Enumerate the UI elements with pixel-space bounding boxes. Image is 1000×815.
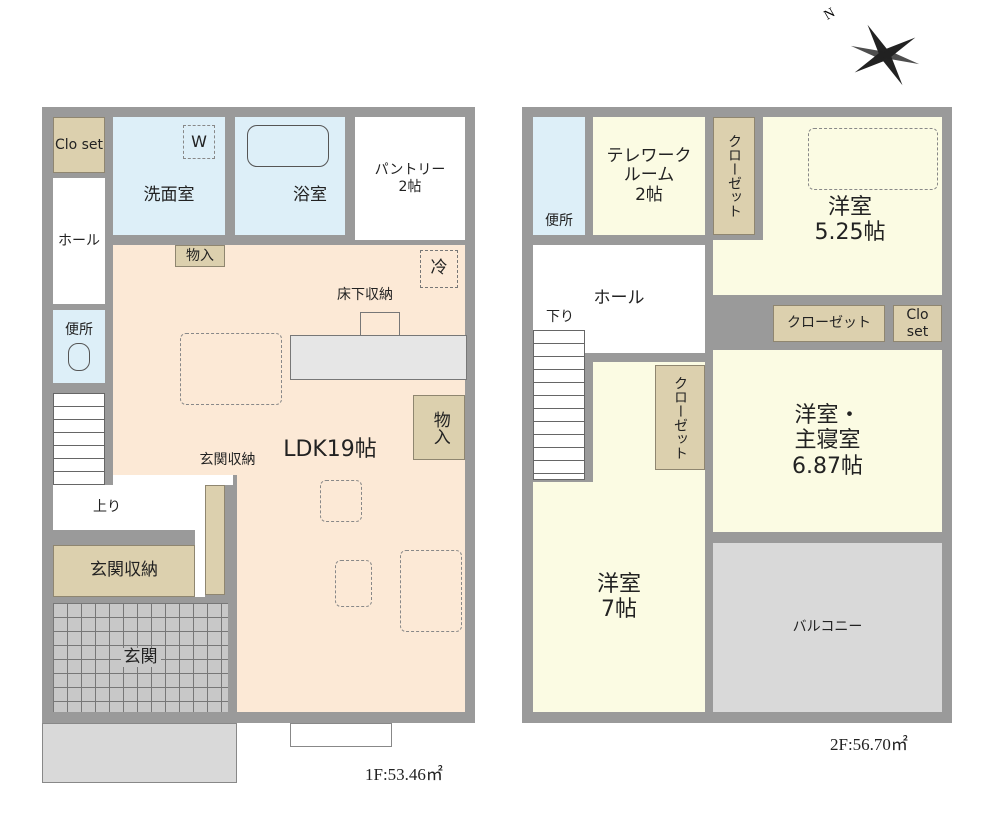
label: LDK19帖 — [283, 437, 377, 463]
label: 5.25帖 — [814, 220, 886, 245]
coffee-table — [335, 560, 372, 607]
label: W — [191, 131, 207, 151]
label: Clo set — [54, 136, 104, 153]
floor2-closet-horizontal: クローゼット — [773, 305, 885, 342]
label: 2帖 — [398, 178, 422, 195]
label: 上り — [93, 499, 121, 516]
room1-lower — [713, 240, 942, 295]
label: 洋室 — [596, 571, 641, 597]
stair-landing: 上り — [53, 485, 195, 530]
entry-gap-2 — [195, 475, 205, 597]
label: 便所 — [65, 322, 93, 339]
label: 玄関収納 — [199, 451, 256, 468]
floor1-stairs[interactable] — [53, 393, 105, 485]
north-label: N — [821, 5, 838, 24]
label: 7帖 — [601, 597, 637, 622]
floor1-storage-tall: 物入 — [413, 395, 465, 460]
label: テレワーク ルーム — [606, 145, 692, 186]
label: 物入 — [186, 247, 214, 264]
compass-icon: N — [822, 6, 925, 95]
floor2-toilet: 便所 — [533, 117, 585, 235]
floor2-closet-vertical: クローゼット — [713, 117, 755, 235]
label: 玄関 — [120, 647, 161, 668]
label: クローゼット — [726, 134, 743, 218]
label: クローゼット — [787, 315, 871, 332]
label: 冷 — [430, 258, 448, 279]
floor1-hall: ホール — [53, 178, 105, 304]
label: 洗面室 — [143, 185, 195, 206]
label: クローゼット — [672, 375, 689, 460]
ldk-lower — [237, 470, 465, 712]
label: ホール — [593, 288, 645, 309]
fridge-icon: 冷 — [420, 250, 458, 288]
kitchen-counter — [290, 335, 467, 380]
dining-table — [180, 333, 282, 405]
floor1-closet: Clo set — [53, 117, 105, 173]
entrance-storage-label: 玄関収納 — [180, 450, 275, 470]
floor2-closet-vertical2: クローゼット — [655, 365, 705, 470]
sofa-table — [320, 480, 362, 522]
label: ホール — [58, 232, 100, 249]
floor1-entrance-storage: 玄関収納 — [53, 545, 195, 597]
label: 床下収納 — [337, 286, 393, 303]
floor1-area: 1F:53.46㎡ — [365, 765, 443, 784]
sofa — [400, 550, 462, 632]
label: 浴室 — [293, 185, 327, 206]
floor2-area: 2F:56.70㎡ — [830, 735, 908, 754]
underfloor-hatch — [360, 312, 400, 336]
underfloor-storage: 床下収納 — [315, 285, 415, 305]
label: 2帖 — [635, 184, 663, 205]
washroom: W 洗面室 — [113, 117, 225, 235]
washer-icon: W — [183, 125, 215, 159]
label: 便所 — [545, 212, 573, 229]
bed — [808, 128, 938, 190]
label: 物入 — [429, 410, 450, 445]
label: パントリー — [374, 162, 446, 179]
label: 玄関収納 — [90, 560, 158, 581]
toilet-icon — [68, 342, 90, 371]
floor2-closet-small: Clo set — [893, 305, 942, 342]
floor1-storage-small: 物入 — [175, 245, 225, 267]
label: 6.87帖 — [792, 453, 863, 479]
floor2-stairs[interactable] — [533, 330, 585, 480]
ldk-label: LDK19帖 — [260, 435, 400, 465]
entrance: 玄関 — [53, 603, 228, 712]
label: 洋室 — [827, 194, 872, 220]
down-label: 下り — [540, 308, 580, 326]
label: 下り — [546, 308, 574, 325]
room1 — [763, 117, 942, 247]
entrance-shoe-storage — [205, 485, 225, 595]
entry-gap — [113, 475, 233, 485]
floor1-toilet: 便所 — [53, 310, 105, 383]
label: Clo set — [906, 307, 929, 340]
balcony: バルコニー — [713, 543, 942, 712]
bathtub-icon — [247, 125, 329, 167]
bathroom: 浴室 — [235, 117, 345, 235]
label: 洋室・ 主寝室 — [794, 403, 861, 454]
window — [290, 723, 392, 747]
label: バルコニー — [792, 619, 863, 636]
porch — [42, 723, 237, 783]
